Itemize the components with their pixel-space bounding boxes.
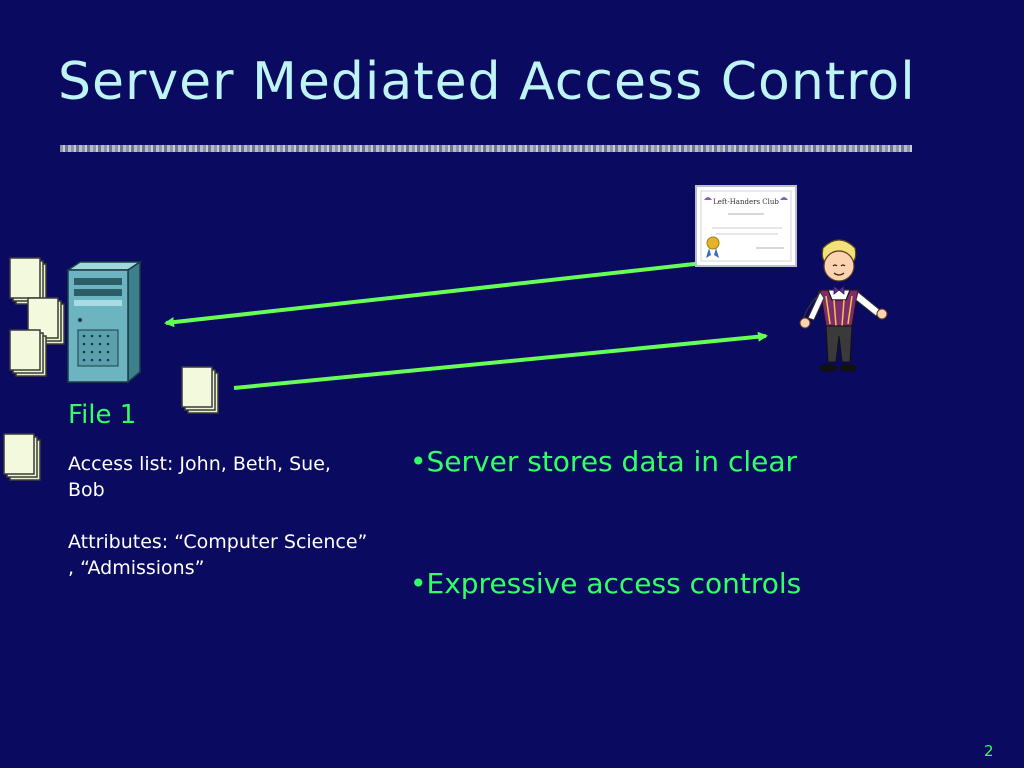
title-divider <box>60 145 912 152</box>
file-label: File 1 <box>68 400 137 430</box>
document-stack-icon <box>9 257 47 305</box>
server-tower-icon <box>65 260 143 384</box>
bullet-item: •Expressive access controls <box>410 567 802 600</box>
bullet-item: •Server stores data in clear <box>410 445 798 478</box>
slide-title: Server Mediated Access Control <box>58 52 916 112</box>
user-figure-icon <box>799 239 888 372</box>
arrow-to-user <box>233 331 768 390</box>
access-list-text: Access list: John, Beth, Sue, Bob <box>68 453 331 501</box>
arrow-to-server <box>164 260 713 328</box>
page-number: 2 <box>984 742 994 760</box>
document-stack-icon <box>181 366 219 414</box>
attributes-text: Attributes: “Computer Science” , “Admiss… <box>68 531 368 579</box>
certificate-heading: Left-Handers Club <box>713 198 779 206</box>
document-stack-icon <box>3 433 41 481</box>
certificate-icon: Left-Handers Club <box>695 185 797 267</box>
document-stack-icon <box>9 329 47 377</box>
